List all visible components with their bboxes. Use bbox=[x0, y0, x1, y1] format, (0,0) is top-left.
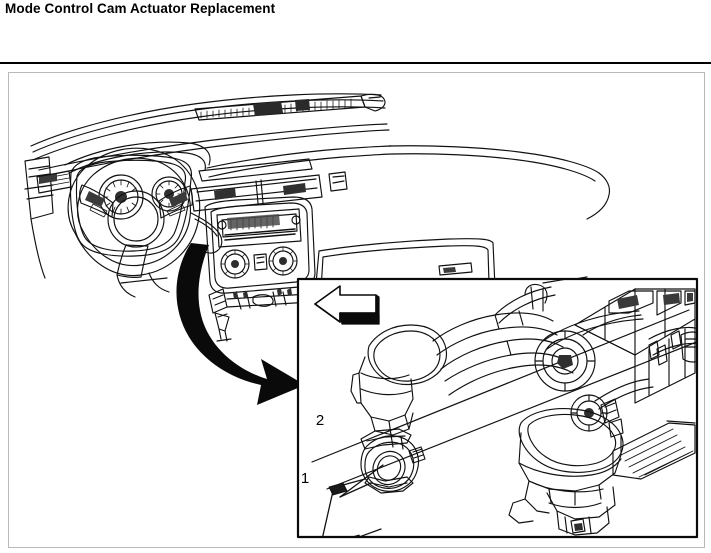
title-divider-rule bbox=[0, 62, 711, 64]
callout-1: 1 bbox=[301, 470, 309, 487]
detail-transition-arrow-icon bbox=[176, 243, 305, 405]
direction-arrow-icon bbox=[314, 285, 380, 325]
figure-frame: 2 1 bbox=[8, 72, 705, 548]
callout-2: 2 bbox=[316, 412, 324, 429]
mode-control-cam-actuator-part bbox=[360, 428, 426, 494]
page-title: Mode Control Cam Actuator Replacement bbox=[5, 1, 276, 16]
callout-labels: 2 1 bbox=[301, 412, 324, 487]
hvac-module-detail-view bbox=[296, 277, 699, 539]
mode-control-cam-actuator-figure: 2 1 bbox=[24, 93, 699, 539]
